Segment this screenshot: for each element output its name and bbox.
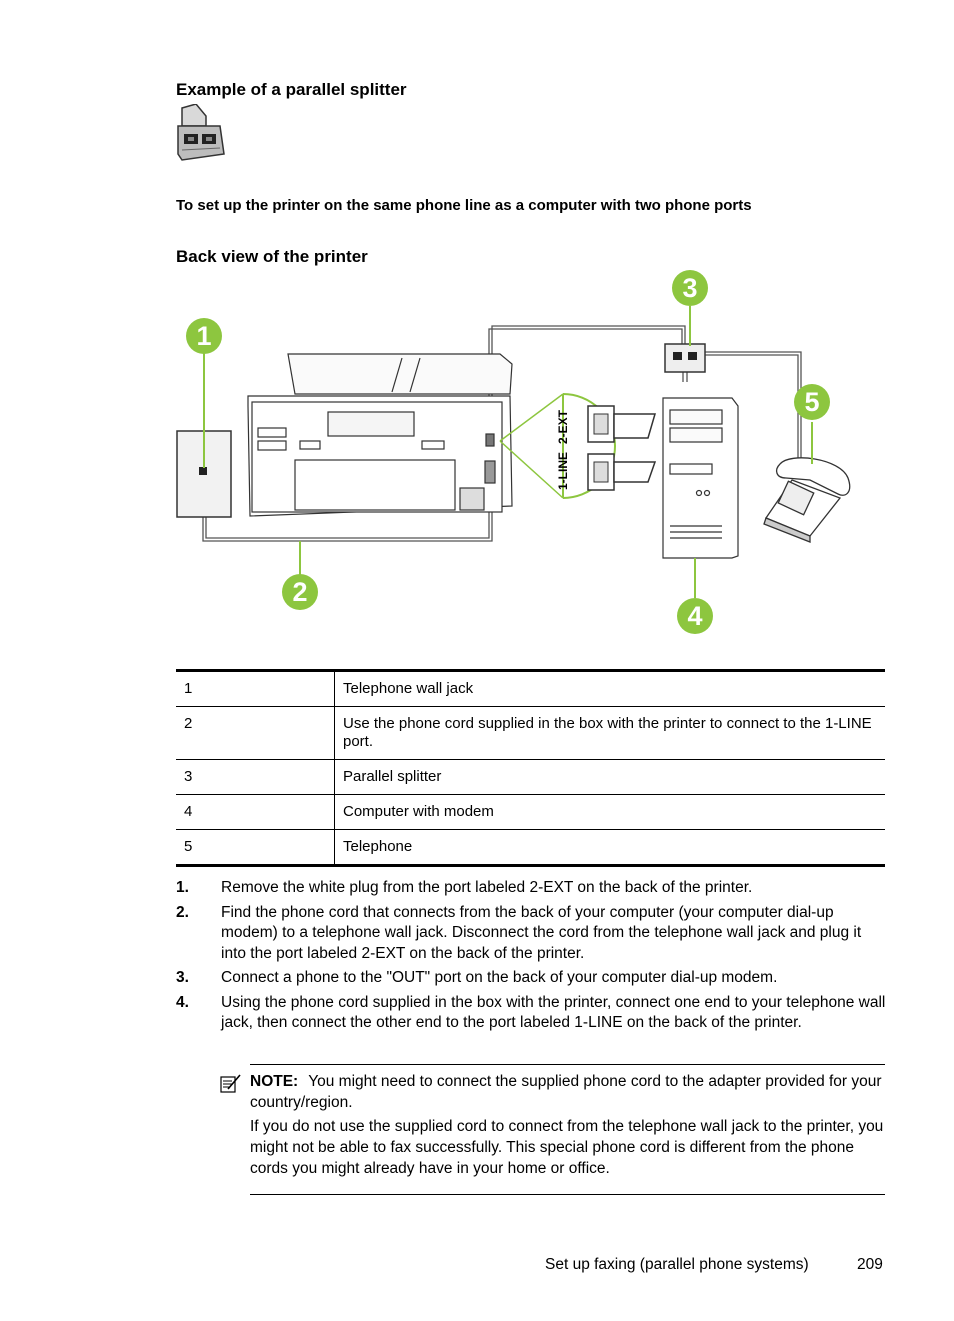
- list-item: 4. Using the phone cord supplied in the …: [176, 993, 886, 1034]
- step-text: Remove the white plug from the port labe…: [221, 879, 753, 896]
- callout-5-badge: [794, 384, 830, 420]
- legend-text: Telephone: [334, 829, 885, 866]
- legend-text: Use the phone cord supplied in the box w…: [334, 706, 885, 760]
- computer-tower: [662, 397, 739, 559]
- heading-back-view: Back view of the printer: [176, 247, 368, 266]
- legend-num: 1: [176, 670, 335, 707]
- note-pad-icon: [220, 1074, 241, 1093]
- table-row: 5 Telephone: [176, 829, 885, 866]
- procedure-title: To set up the printer on the same phone …: [176, 197, 752, 214]
- list-item: 3. Connect a phone to the "OUT" port on …: [176, 968, 886, 989]
- legend-num: 5: [176, 829, 335, 866]
- callout-1-badge: [186, 318, 222, 354]
- table-row: 2 Use the phone cord supplied in the box…: [176, 706, 885, 760]
- note-box: NOTE:You might need to connect the suppl…: [220, 1064, 885, 1195]
- step-number: 3.: [176, 969, 189, 986]
- legend-num: 4: [176, 794, 335, 830]
- list-item: 2. Find the phone cord that connects fro…: [176, 903, 886, 965]
- table-row: 3 Parallel splitter: [176, 759, 885, 795]
- legend-num: 2: [176, 706, 335, 760]
- step-number: 2.: [176, 903, 189, 921]
- footer-section: Set up faxing (parallel phone systems): [545, 1256, 809, 1273]
- callout-4-badge: [677, 598, 713, 634]
- legend-text: Parallel splitter: [334, 759, 885, 795]
- note-text-2: If you do not use the supplied cord to c…: [250, 1118, 884, 1177]
- phone-setup-diagram: 1-LINE 2-EXT 1 2 3: [176, 270, 851, 634]
- note-paragraph-1: NOTE:You might need to connect the suppl…: [250, 1071, 885, 1113]
- telephone: [763, 457, 851, 543]
- callout-4: 4: [687, 601, 702, 631]
- step-number: 1.: [176, 879, 189, 896]
- printer: [247, 353, 513, 517]
- table-row: 4 Computer with modem: [176, 794, 885, 830]
- callout-1: 1: [196, 321, 211, 351]
- callout-2: 2: [292, 577, 307, 607]
- legend-text: Telephone wall jack: [343, 680, 474, 697]
- footer-page-number: 209: [857, 1256, 883, 1273]
- steps-list: 1. Remove the white plug from the port l…: [176, 878, 886, 1038]
- callout-2-badge: [282, 574, 318, 610]
- callouts: 1 2 3 4 5: [186, 270, 830, 634]
- table-row: 1 Telephone wall jack: [176, 670, 885, 707]
- port-zoom: 1-LINE 2-EXT: [499, 393, 657, 499]
- note-text-1: You might need to connect the supplied p…: [250, 1073, 882, 1111]
- heading-splitter: Example of a parallel splitter: [176, 80, 407, 99]
- step-text: Connect a phone to the "OUT" port on the…: [221, 969, 778, 986]
- port-label-1-line: 1-LINE: [556, 452, 570, 490]
- port-label-2-ext: 2-EXT: [556, 409, 570, 444]
- step-number: 4.: [176, 993, 189, 1011]
- legend-table: 1 Telephone wall jack 2 Use the phone co…: [176, 669, 885, 867]
- step-text: Using the phone cord supplied in the box…: [221, 993, 886, 1032]
- legend-text: Computer with modem: [334, 794, 885, 830]
- step-text: Find the phone cord that connects from t…: [221, 903, 862, 962]
- legend-num: 3: [176, 759, 335, 795]
- note-label: NOTE:: [250, 1073, 299, 1090]
- callout-5: 5: [804, 387, 819, 417]
- callout-3-badge: [672, 270, 708, 306]
- splitter-device: [664, 343, 706, 373]
- parallel-splitter-image: [177, 104, 225, 161]
- callout-3: 3: [682, 273, 697, 303]
- list-item: 1. Remove the white plug from the port l…: [176, 878, 886, 899]
